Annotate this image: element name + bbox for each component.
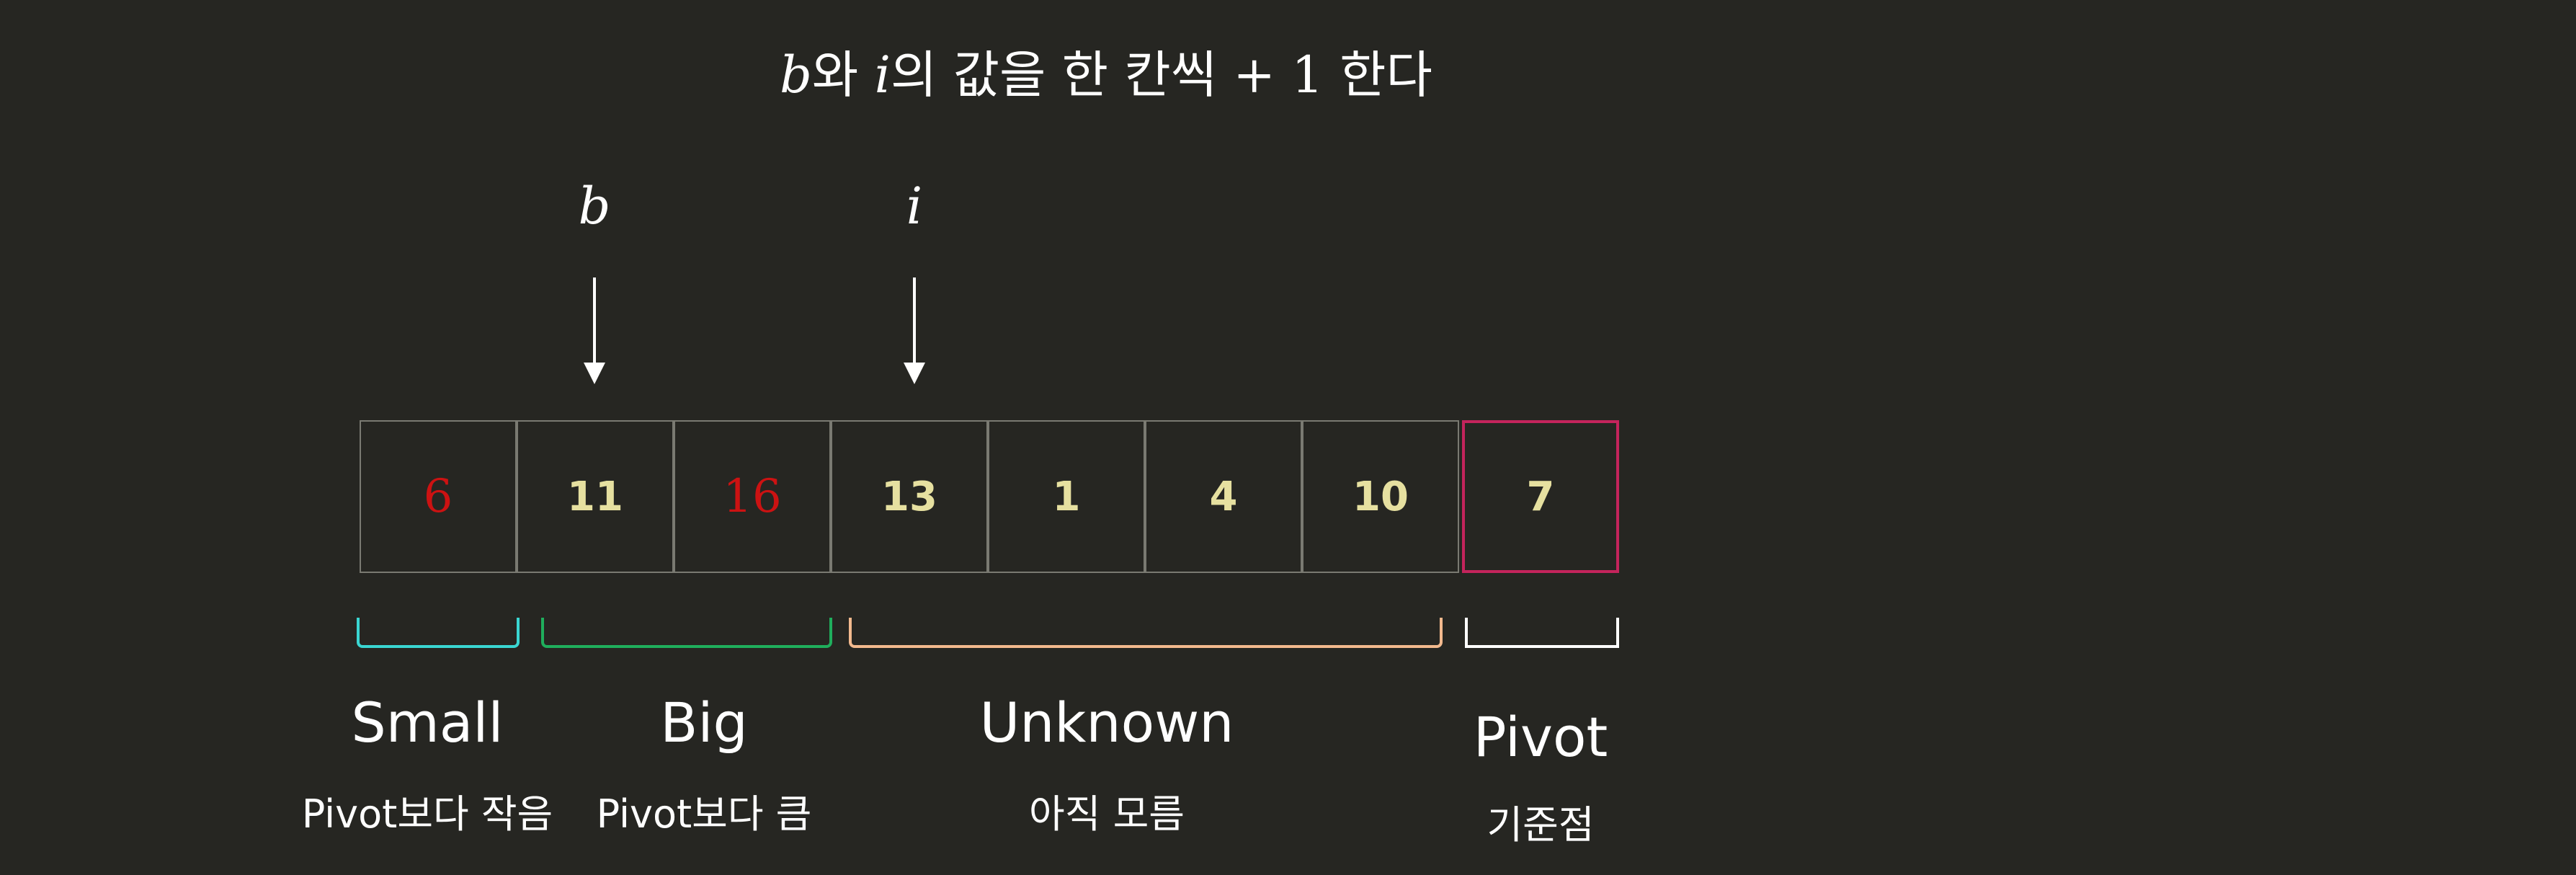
bracket-unknown [849,618,1443,648]
cell-value: 7 [1526,473,1555,520]
bracket-pivot [1465,618,1619,648]
cell-value: 4 [1209,473,1238,520]
array-cell-1: 11 [517,420,674,573]
group-big-desc: Pivot보다 큼 [596,791,812,837]
array-cell-3: 13 [831,420,988,573]
array-cell-6: 10 [1302,420,1459,573]
title-text-2: 의 값을 한 칸씩 + 1 한다 [890,45,1432,105]
pointer-b-label: b [578,177,611,236]
pointer-b-arrow [584,277,605,386]
pointer-i-arrow [904,277,925,386]
array-cell-2: 16 [674,420,831,573]
group-unknown-desc: 아직 모름 [1029,791,1185,837]
title-var-b: b [780,45,812,105]
group-unknown-name: Unknown [979,690,1234,755]
bracket-small [357,618,520,648]
cell-value: 10 [1352,473,1409,520]
group-big-name: Big [660,690,748,755]
array-cell-0: 6 [360,420,517,573]
cell-value: 16 [723,470,782,523]
cell-value: 1 [1052,473,1081,520]
group-pivot-desc: 기준점 [1487,802,1595,848]
pointer-i-label: i [906,177,923,236]
group-small-desc: Pivot보다 작음 [301,791,553,837]
group-small-name: Small [351,690,504,755]
cell-value: 13 [881,473,937,520]
group-pivot-name: Pivot [1473,705,1608,769]
array-cell-4: 1 [988,420,1145,573]
title-text-1: 와 [811,45,875,105]
diagram-title: b와 i의 값을 한 칸씩 + 1 한다 [0,35,2212,107]
bracket-big [541,618,832,648]
cell-value: 11 [567,473,623,520]
cell-value: 6 [423,470,453,523]
array-cell-5: 4 [1145,420,1302,573]
array-cell-pivot: 7 [1462,420,1619,573]
title-var-i: i [874,45,891,105]
